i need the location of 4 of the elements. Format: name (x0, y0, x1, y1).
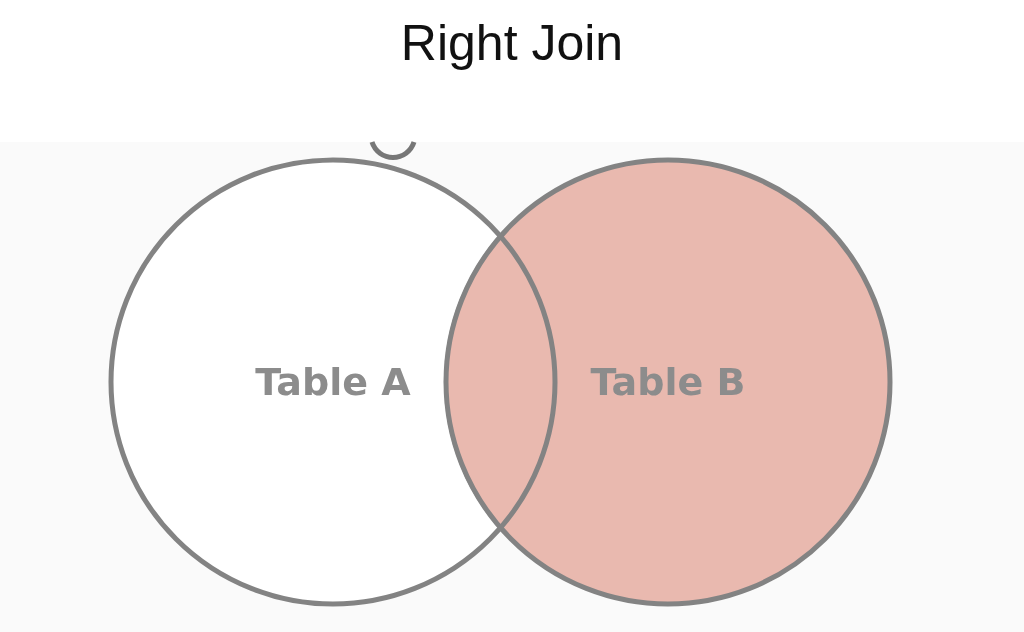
circle-label: Table A (255, 360, 411, 404)
diagram-title: Right Join (400, 14, 624, 72)
circle-label: Table B (590, 360, 746, 404)
venn-circle (111, 160, 555, 604)
